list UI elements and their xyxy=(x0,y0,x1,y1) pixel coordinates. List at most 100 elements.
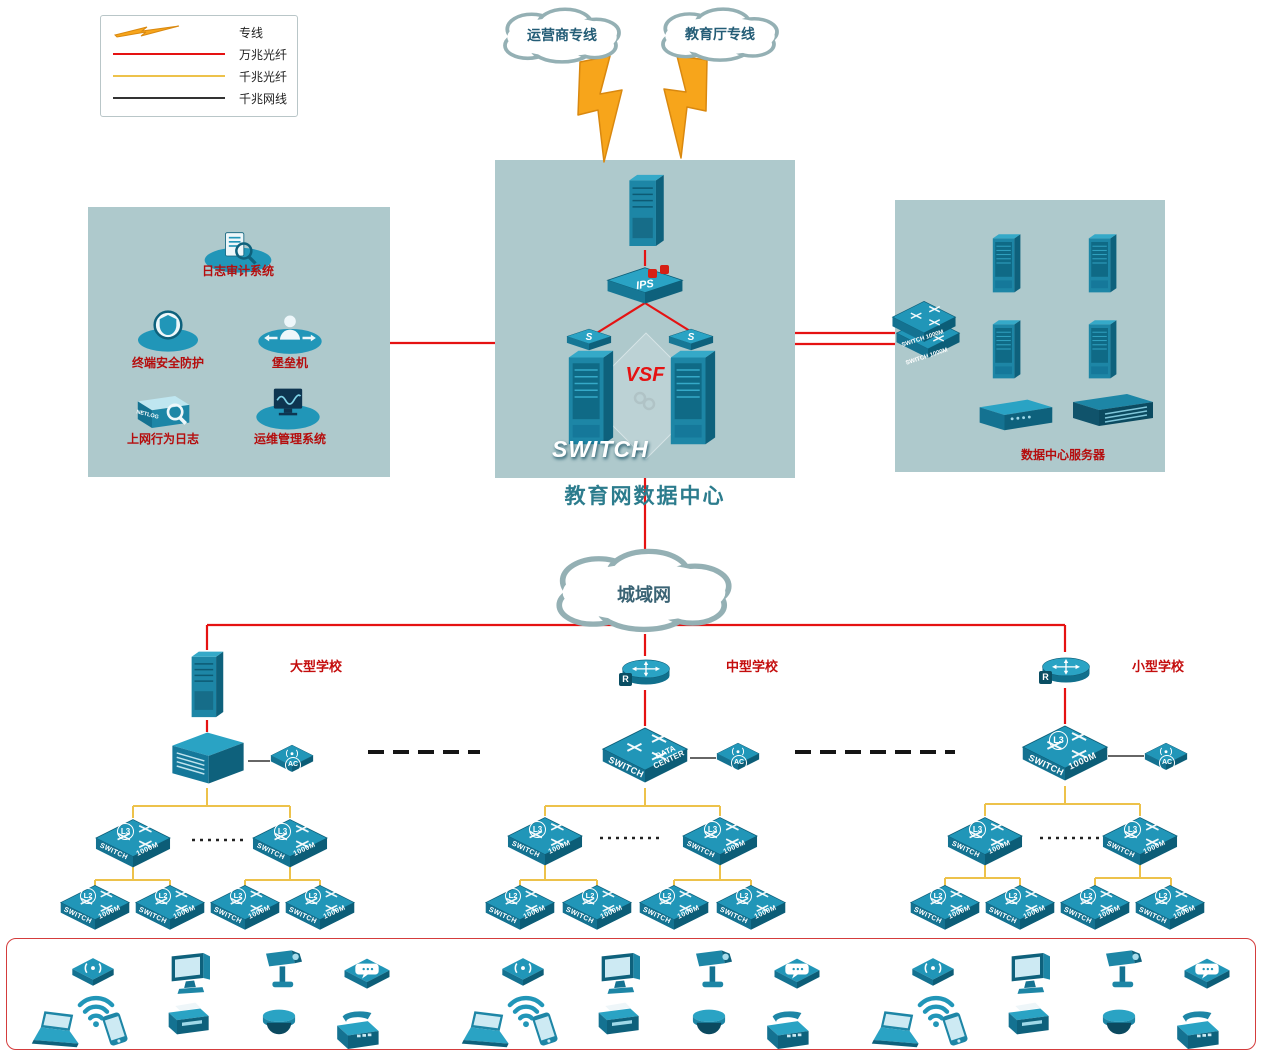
bastion-host-icon xyxy=(252,308,328,358)
smartphone-icon xyxy=(934,1008,976,1050)
ac-badge: AC xyxy=(731,755,747,771)
cloud-label: 城域网 xyxy=(617,585,671,605)
desktop-monitor-icon xyxy=(165,948,215,998)
lightning-operator xyxy=(577,55,623,163)
server-switch-module-right: S xyxy=(668,328,714,354)
switch-level-badge: L2 xyxy=(582,888,598,904)
cloud-label: 教育厅专线 xyxy=(685,26,755,42)
ip-phone-icon xyxy=(330,1004,384,1054)
smartphone-icon xyxy=(524,1008,566,1050)
legend-row: 专线 xyxy=(109,21,289,43)
large-school-ac-controller: AC xyxy=(268,742,316,776)
yellow-line-icon xyxy=(109,75,229,77)
dome-camera-icon xyxy=(1096,1002,1142,1048)
server-icon xyxy=(1078,316,1126,382)
core-switch-icon xyxy=(168,728,248,788)
legend: 专线 万兆光纤 千兆光纤 千兆网线 xyxy=(100,15,298,117)
switch-level-badge: L3 xyxy=(117,823,134,840)
legend-label: 千兆网线 xyxy=(239,91,288,106)
switch-level-badge: L2 xyxy=(1155,888,1171,904)
medium-school-datacenter-switch: SWITCH DATA CENTER xyxy=(601,726,689,788)
printer-icon xyxy=(1002,996,1052,1046)
lightning-bolts xyxy=(577,55,708,163)
switch-level-badge: L2 xyxy=(736,888,752,904)
smartphone-icon xyxy=(94,1008,136,1050)
switch-level-badge: L3 xyxy=(274,823,291,840)
router-badge: R xyxy=(1039,671,1052,684)
router-badge: R xyxy=(619,673,632,686)
server-switch-module-left: S xyxy=(566,328,612,354)
core-server-left xyxy=(561,344,619,450)
switch-level-badge: L2 xyxy=(155,888,171,904)
switch-watermark: SWITCH xyxy=(552,436,649,462)
tower-icon xyxy=(620,170,670,250)
small-school-label: 小型学校 xyxy=(1132,659,1185,674)
endpoint-security-icon xyxy=(130,305,206,355)
metro-network-cloud: 城域网 xyxy=(531,545,757,640)
switch-level-badge: L3 xyxy=(529,821,546,838)
server-zone-switch-stack: SWITCH 1000M SWITCH 1000M xyxy=(891,300,963,384)
core-firewall-tower xyxy=(620,170,670,250)
core-server-right xyxy=(663,344,721,450)
printer-icon xyxy=(592,996,642,1046)
switch-level-badge: L2 xyxy=(930,888,946,904)
medium-school-ac-controller: AC xyxy=(714,740,762,774)
legend-row: 千兆网线 xyxy=(109,87,289,109)
desktop-monitor-icon xyxy=(1005,948,1055,998)
disk-array xyxy=(972,392,1058,436)
alert-icon xyxy=(660,265,669,274)
netlog-label: 上网行为日志 xyxy=(126,432,199,446)
collaboration-icon xyxy=(342,952,392,1002)
medium-school-label: 中型学校 xyxy=(726,659,779,674)
ip-phone-icon xyxy=(1170,1004,1224,1054)
black-1g-copper-links xyxy=(248,755,1144,762)
switch-level-badge: L2 xyxy=(80,888,96,904)
legend-row: 千兆光纤 xyxy=(109,65,289,87)
legend-label: 千兆光纤 xyxy=(239,69,288,84)
small-school-core-l3-switch: L3 SWITCH 1000M xyxy=(1021,724,1109,786)
legend-label: 万兆光纤 xyxy=(239,47,288,62)
switch-level-badge: L2 xyxy=(659,888,675,904)
datacenter-server xyxy=(1078,316,1126,382)
datacenter-title: 教育网数据中心 xyxy=(564,484,726,508)
ops-management-icon xyxy=(250,382,326,432)
datacenter-server xyxy=(982,316,1030,382)
tower-icon xyxy=(183,648,229,720)
server-icon xyxy=(982,316,1030,382)
datacenter-server xyxy=(982,230,1030,296)
switch-level-badge: L2 xyxy=(1005,888,1021,904)
small-school-router: R xyxy=(1038,650,1094,686)
bastion-host-label: 堡垒机 xyxy=(271,356,308,370)
lightning-icon xyxy=(109,24,229,40)
switch-level-badge: L2 xyxy=(305,888,321,904)
large-school-core-switch xyxy=(168,728,248,788)
collaboration-icon xyxy=(1182,952,1232,1002)
switch-level-badge: L2 xyxy=(505,888,521,904)
ip-camera-icon xyxy=(688,944,736,992)
dotted-links xyxy=(192,836,1100,842)
switch-level-badge: L2 xyxy=(1080,888,1096,904)
rack-server xyxy=(1066,388,1158,434)
black-line-icon xyxy=(109,97,229,99)
small-school-ac-controller: AC xyxy=(1142,740,1190,774)
ip-phone-icon xyxy=(760,1004,814,1054)
large-school-firewall-tower xyxy=(183,648,229,720)
ip-camera-icon xyxy=(1098,944,1146,992)
server-icon xyxy=(982,230,1030,296)
collaboration-icon xyxy=(772,952,822,1002)
laptop-icon xyxy=(30,1004,84,1054)
